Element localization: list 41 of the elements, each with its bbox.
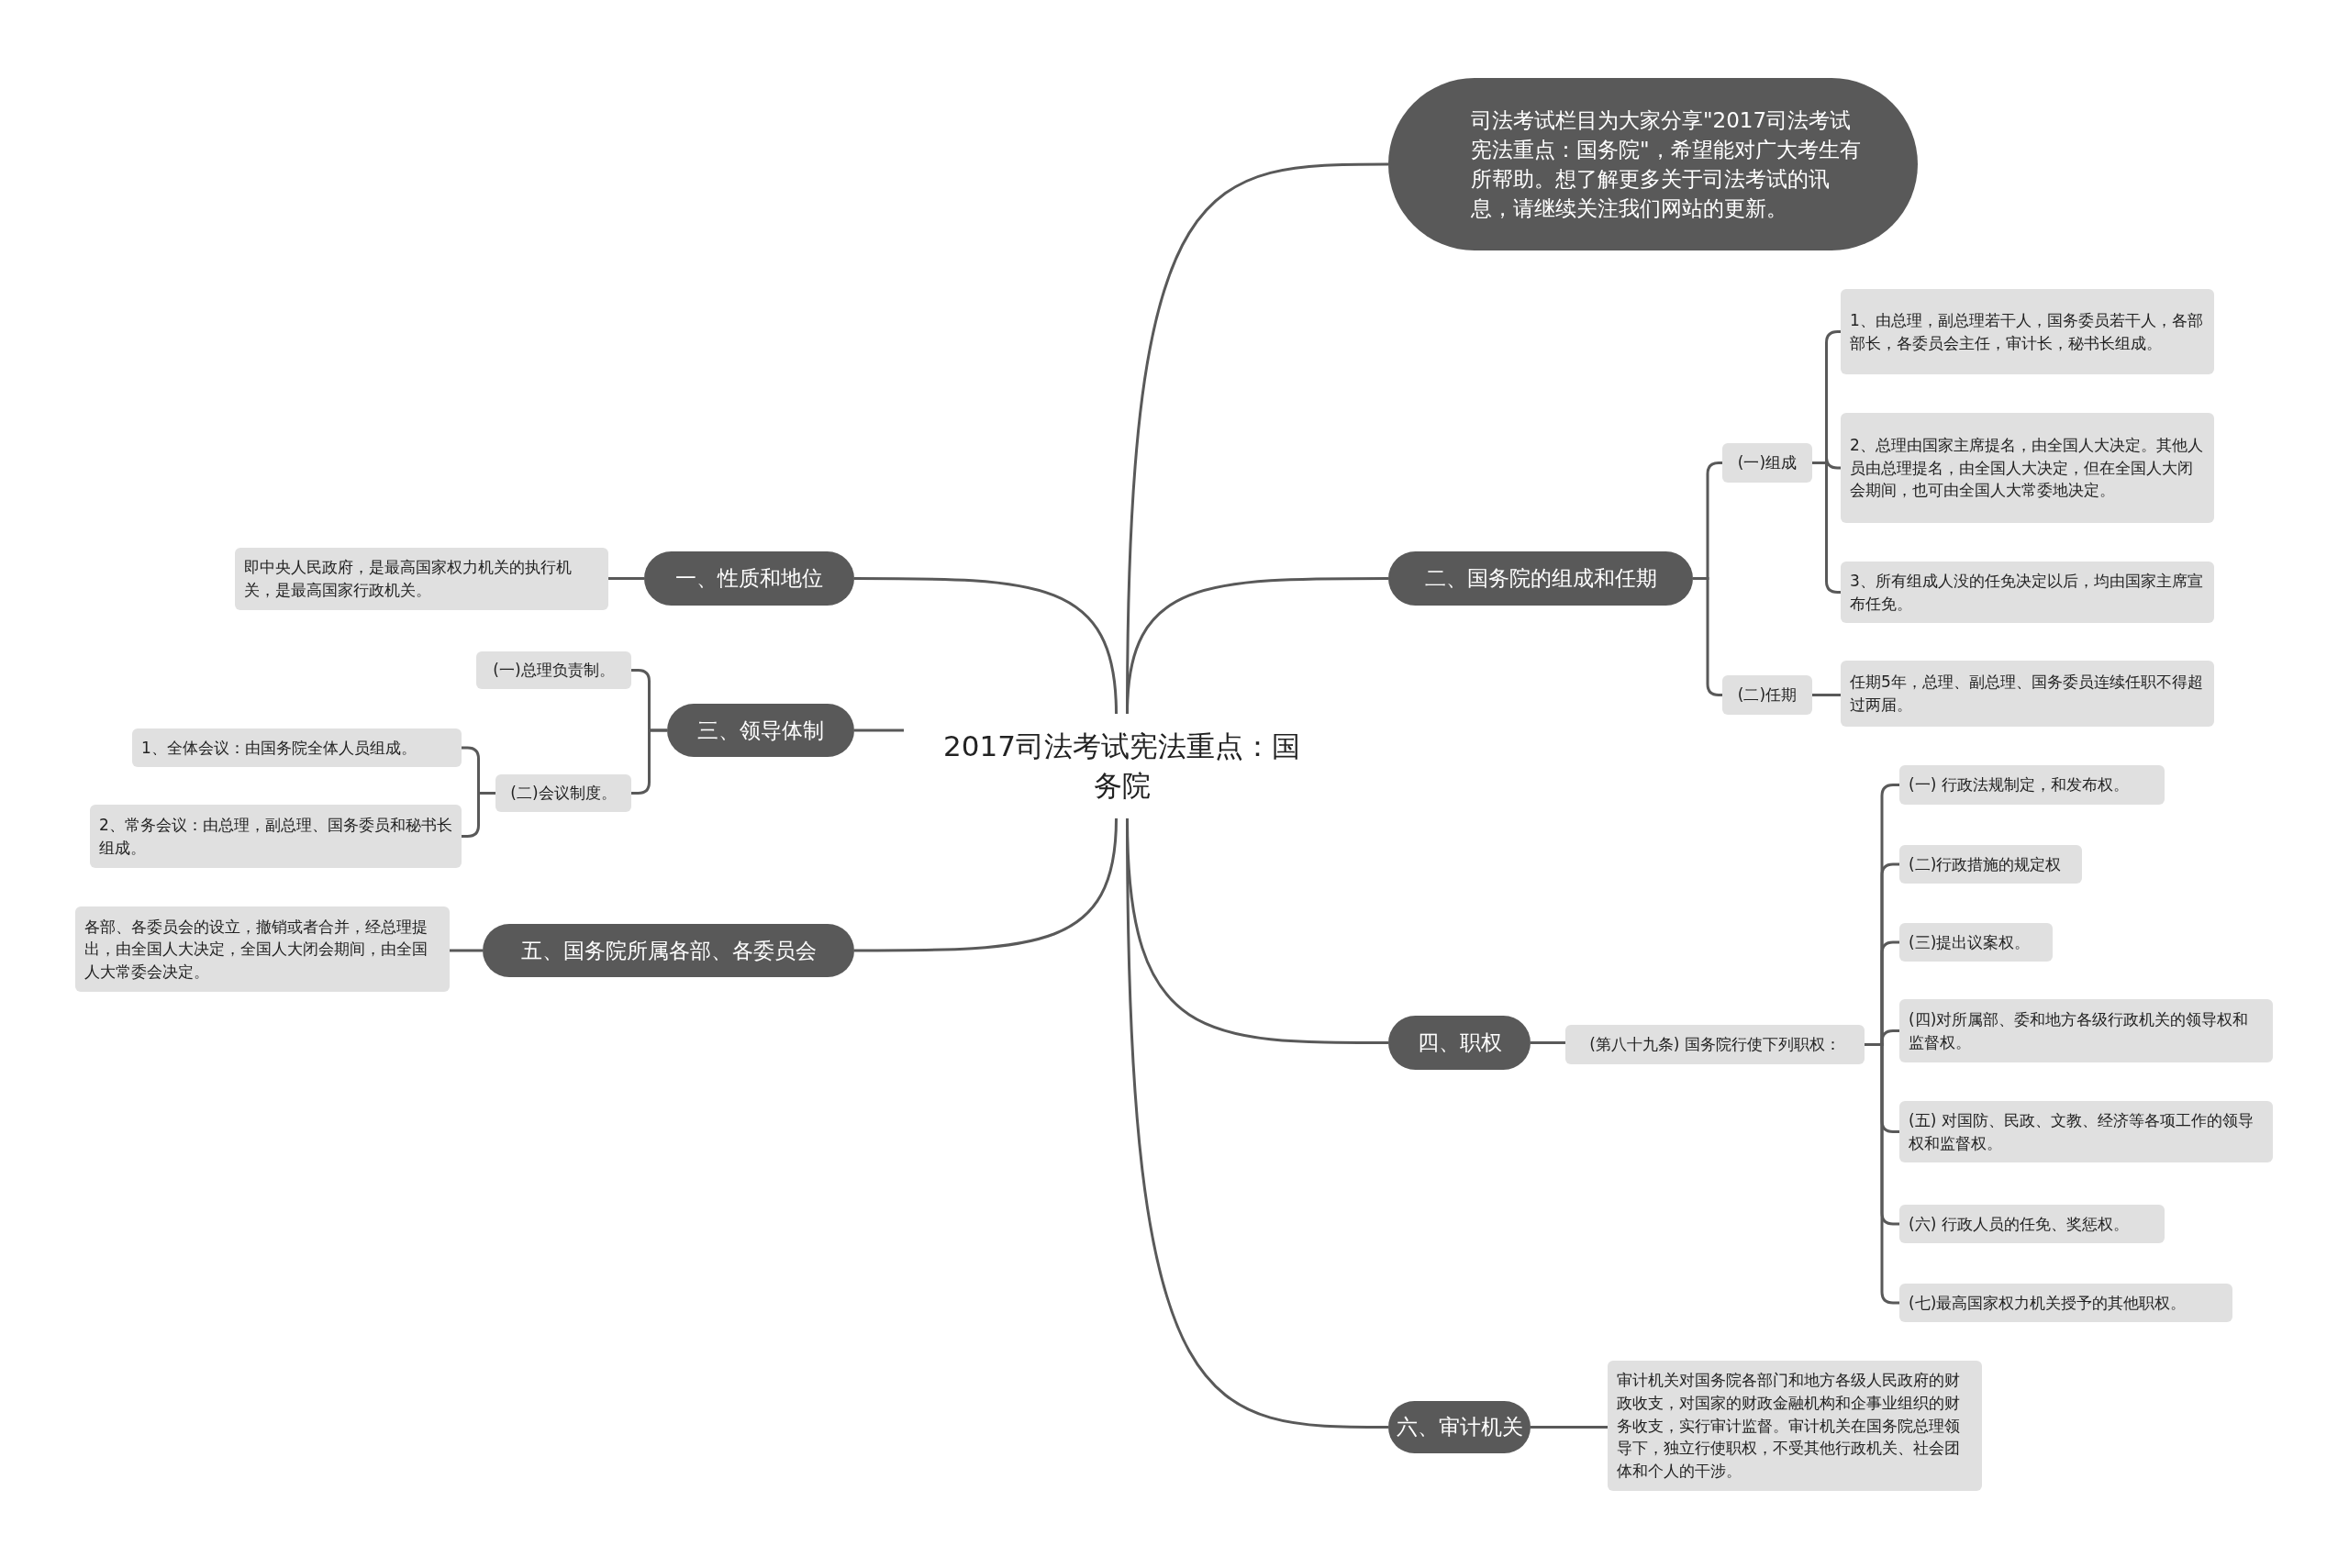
note-card: (一) 行政法规制定，和发布权。 bbox=[1899, 765, 2165, 805]
note-card: (二)行政措施的规定权 bbox=[1899, 845, 2082, 884]
note-card: (五) 对国防、民政、文教、经济等各项工作的领导权和监督权。 bbox=[1899, 1101, 2273, 1162]
connector-line bbox=[450, 949, 483, 952]
note-card: 即中央人民政府，是最高国家权力机关的执行机关，是最高国家行政机关。 bbox=[235, 548, 608, 610]
subtopic-label: (二)会议制度。 bbox=[495, 774, 631, 812]
note-card: (六) 行政人员的任免、奖惩权。 bbox=[1899, 1205, 2165, 1243]
connector-line bbox=[1531, 1426, 1608, 1429]
note-card: (四)对所属部、委和地方各级行政机关的领导权和监督权。 bbox=[1899, 999, 2273, 1062]
note-card: (七)最高国家权力机关授予的其他职权。 bbox=[1899, 1284, 2232, 1322]
connector-line bbox=[854, 577, 1118, 715]
note-card: (三)提出议案权。 bbox=[1899, 923, 2053, 962]
title-text: 2017司法考试宪法重点：国务院 bbox=[942, 728, 1301, 804]
subtopic-label: (第八十九条) 国务院行使下列职权： bbox=[1565, 1025, 1865, 1064]
note-card: 各部、各委员会的设立，撤销或者合并，经总理提出，由全国人大决定，全国人大闭会期间，由全国人大常委会决定。 bbox=[75, 906, 450, 992]
connector-line bbox=[854, 728, 904, 732]
note-card: 2、总理由国家主席提名，由全国人大决定。其他人员由总理提名，由全国人大决定，但在全国人大闭会期间，也可由全国人大常委地决定。 bbox=[1841, 413, 2214, 523]
branch-topic: 四、职权 bbox=[1388, 1016, 1531, 1070]
subtopic-label: (二)任期 bbox=[1722, 675, 1812, 715]
subtopic-label: (一)组成 bbox=[1722, 443, 1812, 483]
branch-topic: 一、性质和地位 bbox=[644, 551, 854, 606]
connector-line bbox=[462, 792, 495, 838]
note-card: 3、所有组成人没的任免决定以后，均由国家主席宣布任免。 bbox=[1841, 562, 2214, 623]
note-card: 1、由总理，副总理若干人，国务委员若干人，各部部长，各委员会主任，审计长，秘书长组成。 bbox=[1841, 289, 2214, 374]
branch-topic: 六、审计机关 bbox=[1388, 1401, 1531, 1453]
connector-line bbox=[854, 817, 1118, 952]
note-card: 2、常务会议：由总理，副总理、国务委员和秘书长组成。 bbox=[90, 805, 462, 868]
connector-line bbox=[608, 577, 644, 580]
note-card: 1、全体会议：由国务院全体人员组成。 bbox=[132, 728, 462, 767]
connector-line bbox=[1812, 694, 1841, 696]
branch-topic: 五、国务院所属各部、各委员会 bbox=[483, 924, 854, 977]
note-card: 审计机关对国务院各部门和地方各级人民政府的财政收支，对国家的财政金融机构和企事业组织的财务收支，实行审计监督。审计机关在国务院总理领导下，独立行使职权，不受其他行政机关、社会团体和个人的干涉。 bbox=[1608, 1361, 1982, 1491]
subtopic-label: (一)总理负责制。 bbox=[476, 651, 631, 689]
intro-bubble: 司法考试栏目为大家分享"2017司法考试宪法重点：国务院"，希望能对广大考生有所帮助。想了解更多关于司法考试的讯息，请继续关注我们网站的更新。 bbox=[1388, 78, 1918, 250]
connector-line bbox=[1126, 818, 1388, 1429]
branch-topic: 三、领导体制 bbox=[667, 704, 854, 757]
note-card: 任期5年，总理、副总理、国务委员连续任职不得超过两届。 bbox=[1841, 661, 2214, 727]
connector-line bbox=[631, 728, 667, 795]
branch-topic: 二、国务院的组成和任期 bbox=[1388, 551, 1693, 606]
connector-line bbox=[1531, 1041, 1565, 1044]
connector-line bbox=[1126, 577, 1388, 715]
